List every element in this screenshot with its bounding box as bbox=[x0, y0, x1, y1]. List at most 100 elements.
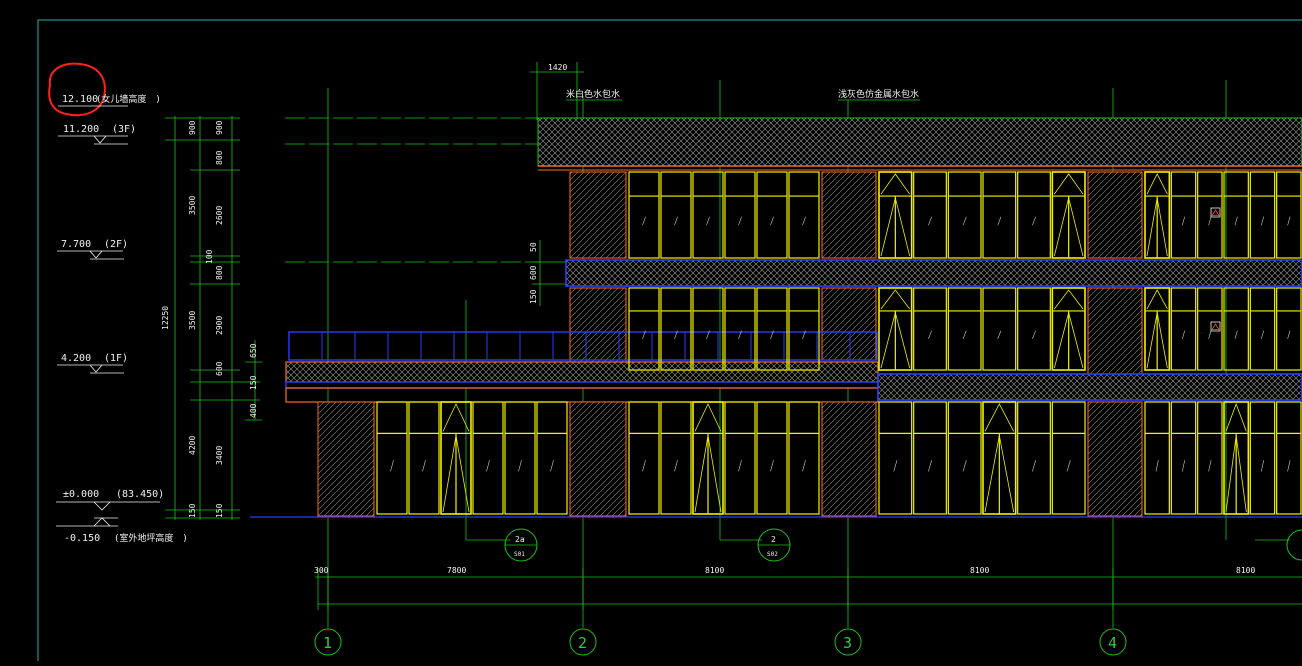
level-value-ground: ±0.000 bbox=[63, 489, 99, 500]
svg-text:2: 2 bbox=[771, 535, 776, 544]
glass-pane bbox=[913, 171, 947, 259]
glass-pane bbox=[947, 401, 982, 515]
dim-slab-1: 50 bbox=[529, 242, 538, 252]
glass-pane bbox=[1170, 401, 1197, 515]
glass-pane bbox=[1197, 401, 1223, 515]
glass-pane bbox=[472, 401, 504, 515]
level-value-outdoor: -0.150 bbox=[64, 533, 100, 544]
roof-parapet bbox=[537, 117, 1302, 167]
level-note-roof: (女儿墙高度 ) bbox=[96, 93, 161, 105]
wall-piers-ground bbox=[317, 401, 1143, 517]
dim-inner-2: 800 bbox=[215, 150, 224, 165]
dim-mid-1: 650 bbox=[249, 343, 258, 358]
level-note-2f: (2F) bbox=[104, 239, 128, 250]
dim-total: 12250 bbox=[161, 306, 170, 330]
span-dim-2: 7800 bbox=[447, 566, 466, 575]
glass-pane bbox=[1017, 287, 1051, 371]
windows bbox=[376, 171, 1302, 515]
glass-pane bbox=[982, 171, 1017, 259]
balcony-railing bbox=[288, 331, 878, 361]
vertical-dimensions bbox=[165, 116, 262, 520]
glass-pane bbox=[913, 401, 947, 515]
level-value-2f: 7.700 bbox=[61, 239, 91, 250]
dim-mid-3: 400 bbox=[249, 403, 258, 418]
glass-pane bbox=[1276, 171, 1302, 259]
window-panel bbox=[878, 171, 913, 259]
axis-bubble-2: 2 bbox=[569, 628, 597, 656]
level-value-roof: 12.100 bbox=[62, 94, 98, 105]
top-callout bbox=[530, 62, 920, 120]
detail-callout-2: 2 S02 bbox=[757, 528, 791, 562]
glass-pane bbox=[660, 287, 692, 371]
dim-inner-4: 100 bbox=[205, 249, 214, 264]
dim-inner-3: 2600 bbox=[215, 206, 224, 225]
svg-text:2: 2 bbox=[578, 634, 587, 652]
window-panel bbox=[1223, 401, 1250, 515]
dim-inner-5: 800 bbox=[215, 265, 224, 280]
axis-bubble-1: 1 bbox=[314, 628, 342, 656]
dim-slab-3: 150 bbox=[529, 289, 538, 304]
glass-pane bbox=[1017, 401, 1051, 515]
glass-pane bbox=[692, 171, 724, 259]
span-dim-4: 8100 bbox=[970, 566, 989, 575]
glass-pane bbox=[724, 171, 756, 259]
glass-pane bbox=[1017, 171, 1051, 259]
dim-outer-5: 150 bbox=[188, 503, 197, 518]
window-panel bbox=[1051, 171, 1086, 259]
glass-pane bbox=[788, 171, 820, 259]
svg-text:4: 4 bbox=[1108, 634, 1117, 652]
dim-slab-2: 600 bbox=[529, 265, 538, 280]
detail-callout-2a: 2a S01 bbox=[504, 528, 538, 562]
glass-pane bbox=[947, 287, 982, 371]
glass-pane bbox=[1249, 171, 1276, 259]
span-dim-1: 300 bbox=[314, 566, 329, 575]
vertical-dimension-texts: 12250 900 3500 3500 4200 150 900 800 260… bbox=[161, 120, 538, 518]
material-label-2: 浅灰色仿金属水包水 bbox=[838, 88, 919, 100]
glass-pane bbox=[788, 401, 820, 515]
glass-pane bbox=[1197, 287, 1223, 371]
glass-pane bbox=[1170, 287, 1197, 371]
svg-text:1: 1 bbox=[323, 634, 332, 652]
glass-pane bbox=[660, 171, 692, 259]
level-markers: 12.100 (女儿墙高度 ) 11.200 (3F) 7.700 (2F) 4… bbox=[56, 93, 188, 544]
glass-pane bbox=[913, 287, 947, 371]
glass-pane bbox=[1249, 287, 1276, 371]
glass-pane bbox=[1223, 171, 1249, 259]
glass-pane bbox=[947, 171, 982, 259]
glass-pane bbox=[628, 401, 660, 515]
dim-outer-3: 3500 bbox=[188, 311, 197, 330]
window-panel bbox=[878, 287, 913, 371]
level-note-outdoor: (室外地坪高度 ) bbox=[114, 532, 188, 544]
material-label-1: 米白色水包水 bbox=[566, 88, 620, 100]
dim-inner-9: 150 bbox=[215, 503, 224, 518]
dim-inner-6: 2900 bbox=[215, 316, 224, 335]
glass-pane bbox=[756, 171, 788, 259]
level-value-3f: 11.200 bbox=[63, 124, 99, 135]
glass-pane bbox=[1051, 401, 1086, 515]
level-note-ground: (83.450) bbox=[116, 489, 164, 500]
svg-text:2a: 2a bbox=[515, 535, 525, 544]
glass-pane bbox=[878, 401, 913, 515]
window-panel bbox=[982, 401, 1017, 515]
glass-pane bbox=[376, 401, 408, 515]
span-dim-3: 8100 bbox=[705, 566, 724, 575]
horizontal-dimensions bbox=[315, 568, 1302, 610]
glass-pane bbox=[756, 287, 788, 371]
svg-text:S01: S01 bbox=[514, 551, 525, 558]
window-panel bbox=[692, 401, 724, 515]
dim-outer-2: 3500 bbox=[188, 196, 197, 215]
glass-pane bbox=[1276, 287, 1302, 371]
glass-pane bbox=[982, 287, 1017, 371]
dim-top-callout: 1420 bbox=[548, 63, 567, 72]
glass-pane bbox=[628, 287, 660, 371]
wall-piers-upper bbox=[569, 171, 1143, 375]
window-panel bbox=[1144, 171, 1171, 259]
svg-text:3: 3 bbox=[843, 634, 852, 652]
glass-pane bbox=[1249, 401, 1276, 515]
slab-band-1f bbox=[877, 373, 1302, 401]
glass-pane bbox=[1276, 401, 1302, 515]
dim-inner-8: 3400 bbox=[215, 446, 224, 465]
glass-pane bbox=[1197, 171, 1223, 259]
